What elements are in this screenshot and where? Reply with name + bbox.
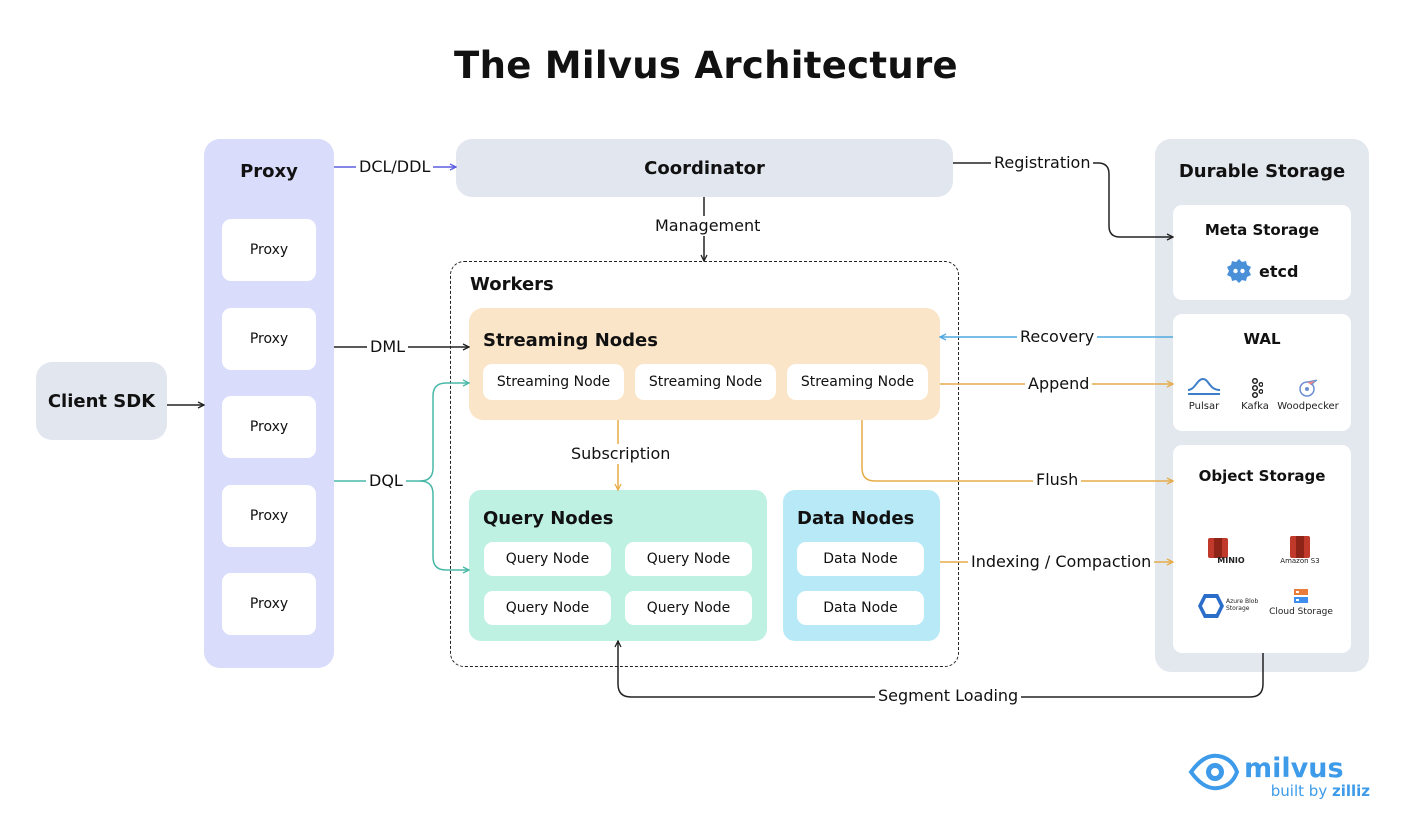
- durable-storage-header: Durable Storage: [1178, 161, 1346, 182]
- proxy-node[interactable]: Proxy: [222, 308, 316, 370]
- minio-label: MINIO: [1217, 556, 1245, 565]
- proxy-node[interactable]: Proxy: [222, 219, 316, 281]
- workers-label: Workers: [470, 274, 554, 295]
- label-segment-loading: Segment Loading: [875, 686, 1022, 706]
- proxy-header: Proxy: [240, 161, 298, 182]
- query-node[interactable]: Query Node: [484, 591, 611, 625]
- label-dql: DQL: [366, 471, 406, 491]
- kafka-label: Kafka: [1241, 401, 1269, 412]
- streaming-node[interactable]: Streaming Node: [483, 364, 624, 400]
- cloud-storage-label: Cloud Storage: [1269, 607, 1333, 617]
- query-node[interactable]: Query Node: [625, 591, 752, 625]
- wal-box[interactable]: WAL Pulsar Kafka Woodpecker: [1173, 314, 1351, 431]
- object-storage-header: Object Storage: [1198, 467, 1326, 485]
- label-registration: Registration: [991, 153, 1094, 173]
- client-sdk-box[interactable]: Client SDK: [36, 362, 167, 440]
- proxy-node[interactable]: Proxy: [222, 396, 316, 458]
- query-node[interactable]: Query Node: [484, 542, 611, 576]
- pulsar-label: Pulsar: [1188, 401, 1220, 412]
- object-storage-box[interactable]: Object Storage MINIO Amazon S3 Azure Blo…: [1173, 445, 1351, 653]
- woodpecker-label: Woodpecker: [1277, 401, 1339, 412]
- tagline-prefix: built by: [1270, 782, 1332, 800]
- data-node[interactable]: Data Node: [797, 542, 924, 576]
- meta-storage-header: Meta Storage: [1204, 221, 1320, 239]
- durable-storage-column: Durable Storage Meta Storage etcd WAL Pu…: [1155, 139, 1369, 672]
- cloud-storage-icon: [1294, 589, 1308, 603]
- coordinator-box[interactable]: Coordinator: [456, 139, 953, 197]
- etcd-logo: etcd: [1225, 257, 1298, 285]
- data-nodes-group: Data Nodes Data Node Data Node: [783, 490, 940, 641]
- label-append: Append: [1025, 374, 1093, 394]
- query-nodes-header: Query Nodes: [483, 508, 614, 529]
- pulsar-icon: [1187, 377, 1221, 395]
- edge-registration: [953, 162, 1173, 237]
- data-node[interactable]: Data Node: [797, 591, 924, 625]
- edge-dql-query: [419, 480, 469, 570]
- milvus-eye-icon: [1188, 753, 1240, 791]
- wal-header: WAL: [1243, 330, 1281, 348]
- edge-flush: [861, 420, 1173, 481]
- proxy-column: Proxy Proxy Proxy Proxy Proxy Proxy: [204, 139, 334, 668]
- label-subscription: Subscription: [568, 444, 674, 464]
- milvus-logo: milvus built by zilliz: [1188, 752, 1378, 802]
- proxy-node[interactable]: Proxy: [222, 573, 316, 635]
- proxy-node[interactable]: Proxy: [222, 485, 316, 547]
- etcd-icon: [1227, 259, 1251, 283]
- page-title: The Milvus Architecture: [454, 44, 958, 87]
- label-indexing-compaction: Indexing / Compaction: [968, 552, 1155, 572]
- tagline-brand: zilliz: [1331, 782, 1370, 800]
- label-flush: Flush: [1033, 470, 1082, 490]
- client-sdk-label: Client SDK: [47, 390, 156, 412]
- meta-storage-box[interactable]: Meta Storage etcd: [1173, 205, 1351, 300]
- data-nodes-header: Data Nodes: [797, 508, 915, 529]
- woodpecker-icon: [1299, 379, 1318, 397]
- streaming-nodes-group: Streaming Nodes Streaming Node Streaming…: [469, 308, 940, 420]
- label-recovery: Recovery: [1017, 327, 1098, 347]
- streaming-node[interactable]: Streaming Node: [787, 364, 928, 400]
- coordinator-label: Coordinator: [644, 157, 765, 179]
- query-nodes-group: Query Nodes Query Node Query Node Query …: [469, 490, 767, 641]
- edge-dql: [334, 383, 469, 482]
- amazon-s3-label: Amazon S3: [1280, 557, 1320, 565]
- azure-blob-icon: [1198, 594, 1224, 618]
- azure-blob-label: Azure Blob Storage: [1226, 598, 1259, 612]
- label-dcl-ddl: DCL/DDL: [356, 157, 434, 177]
- milvus-tagline: built by zilliz: [1271, 782, 1370, 800]
- label-management: Management: [652, 216, 764, 236]
- label-dml: DML: [367, 337, 409, 357]
- etcd-label: etcd: [1259, 261, 1299, 281]
- streaming-nodes-header: Streaming Nodes: [483, 330, 658, 351]
- amazon-s3-icon: [1290, 536, 1310, 558]
- kafka-icon: [1251, 378, 1263, 398]
- query-node[interactable]: Query Node: [625, 542, 752, 576]
- milvus-brand-text: milvus: [1244, 753, 1344, 784]
- streaming-node[interactable]: Streaming Node: [635, 364, 776, 400]
- minio-icon: [1208, 538, 1228, 558]
